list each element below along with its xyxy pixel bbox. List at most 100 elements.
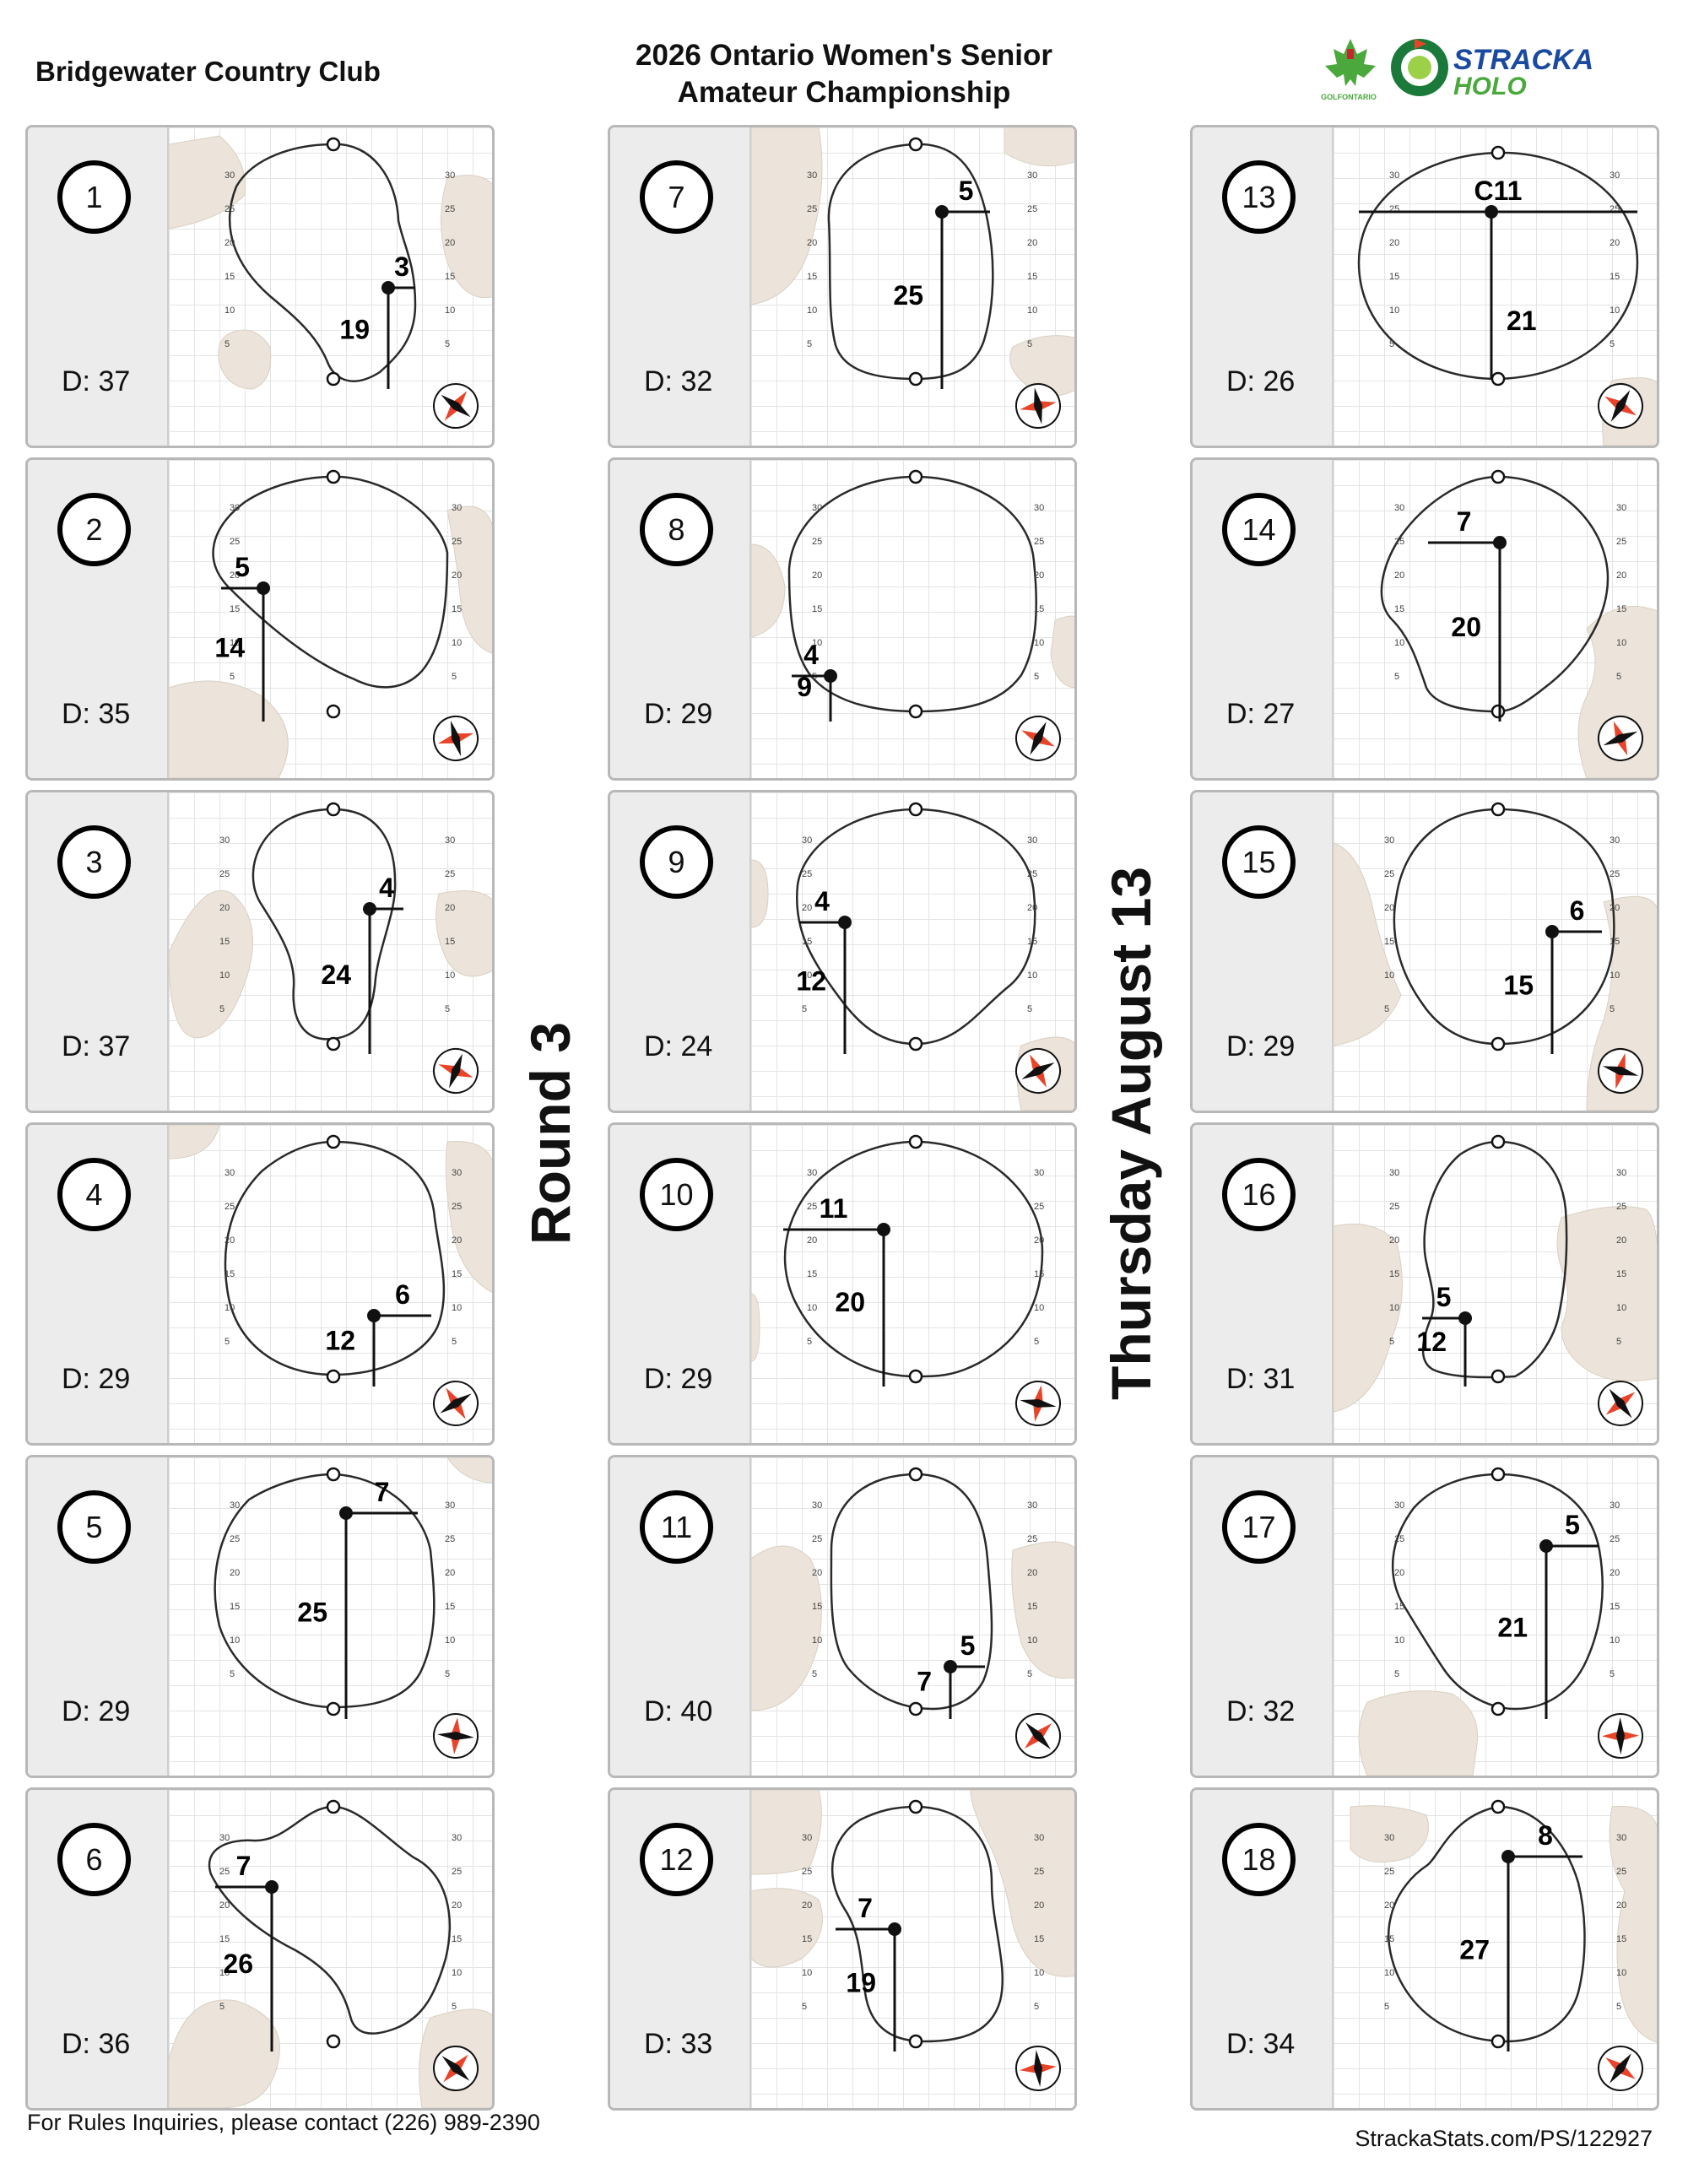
compass-icon [1015,716,1061,761]
from-side-label: 4 [814,886,830,916]
from-front-label: 9 [797,672,812,702]
pin-location [944,1660,957,1673]
green-outline [1388,1805,1586,2043]
sponsor-logos: GOLFONTARIO STRACKA HOLO [1317,30,1654,106]
bunker [1334,842,1402,1046]
yardage-tick: 30 [807,1168,817,1178]
yardage-tick: 5 [452,2002,457,2012]
green-depth: D: 33 [644,2028,713,2060]
yardage-tick: 20 [812,1568,822,1578]
front-marker [908,704,923,719]
green-depth: D: 29 [644,1363,713,1395]
bunker [751,1888,823,1968]
yardage-tick: 20 [1616,1235,1626,1246]
event-title-line2: Amateur Championship [677,76,1011,109]
yardage-tick: 5 [1394,672,1399,682]
yardage-tick: 5 [1384,1004,1389,1014]
yardage-tick: 30 [1027,1500,1037,1511]
yardage-tick: 30 [219,1833,230,1843]
yardage-tick: 20 [812,570,822,581]
hole-number: 16 [1222,1158,1296,1231]
yardage-tick: 25 [812,537,822,547]
yardage-tick: 20 [1034,570,1044,581]
bunker [751,1790,822,1875]
green-depth: D: 34 [1226,2028,1296,2060]
yardage-tick: 30 [452,503,462,513]
yardage-tick: 25 [445,869,455,879]
yardage-tick: 5 [219,2002,225,2012]
hole-number: 12 [640,1823,713,1896]
compass-icon [1598,1381,1643,1426]
yardage-tick: 5 [807,339,812,349]
yardage-tick: 10 [1027,305,1037,316]
yardage-tick: 15 [1616,1934,1626,1944]
front-marker [326,1036,341,1051]
yardage-tick: 30 [1616,1168,1626,1178]
pin-location [888,1922,901,1936]
from-side-label: 6 [1570,895,1585,926]
front-marker [326,704,341,719]
from-side-label: 3 [394,251,409,282]
from-front-label: 25 [893,280,923,311]
bunker [218,329,272,390]
yardage-tick: 30 [1384,835,1394,846]
yardage-tick: 5 [1394,1669,1399,1679]
yardage-tick: 20 [225,1235,235,1246]
green-diagram: 303025252020151510105594 [751,460,1074,778]
yardage-tick: 30 [230,503,240,513]
yardage-tick: 5 [807,1337,812,1347]
hole-number: 3 [57,825,131,899]
yardage-tick: 25 [807,1202,817,1212]
yardage-tick: 25 [1394,537,1404,547]
yardage-tick: 30 [225,170,235,181]
back-marker [1491,1134,1506,1149]
center-offset-label: C11 [1474,176,1523,206]
bunker [1004,127,1074,167]
compass-icon [1015,1713,1061,1759]
yardage-tick: 15 [807,272,817,282]
stracka-logo-line1: STRACKA [1453,44,1593,76]
bunker [751,1293,760,1362]
green-depth: D: 32 [1226,1695,1296,1727]
yardage-tick: 10 [812,638,822,648]
green-depth: D: 29 [1226,1030,1296,1062]
front-marker [908,371,923,387]
yardage-tick: 15 [1034,1934,1044,1944]
yardage-tick: 10 [1616,1303,1626,1313]
yardage-tick: 30 [1394,503,1404,513]
yardage-tick: 5 [445,1669,450,1679]
yardage-tick: 15 [812,1602,822,1612]
yardage-tick: 10 [1389,1303,1399,1313]
bunker [446,505,492,654]
yardage-tick: 5 [1610,339,1615,349]
yardage-tick: 15 [1027,1602,1037,1612]
yardage-tick: 10 [1616,1968,1626,1978]
green-depth: D: 40 [644,1695,713,1727]
bunker [1358,1690,1479,1776]
yardage-tick: 25 [802,1867,812,1877]
yardage-tick: 5 [225,1337,230,1347]
pin-location [1485,205,1498,219]
green-depth: D: 31 [1226,1363,1296,1395]
yardage-tick: 5 [452,672,457,682]
pin-location [363,902,376,916]
compass-icon [433,2046,479,2091]
yardage-tick: 20 [807,1235,817,1246]
yardage-tick: 10 [1610,970,1620,981]
yardage-tick: 15 [230,604,240,614]
event-title-line1: 2026 Ontario Women's Senior [636,39,1052,72]
yardage-tick: 15 [1027,937,1037,947]
yardage-tick: 15 [802,1934,812,1944]
bunker [441,175,492,299]
from-side-label: 4 [803,640,819,670]
